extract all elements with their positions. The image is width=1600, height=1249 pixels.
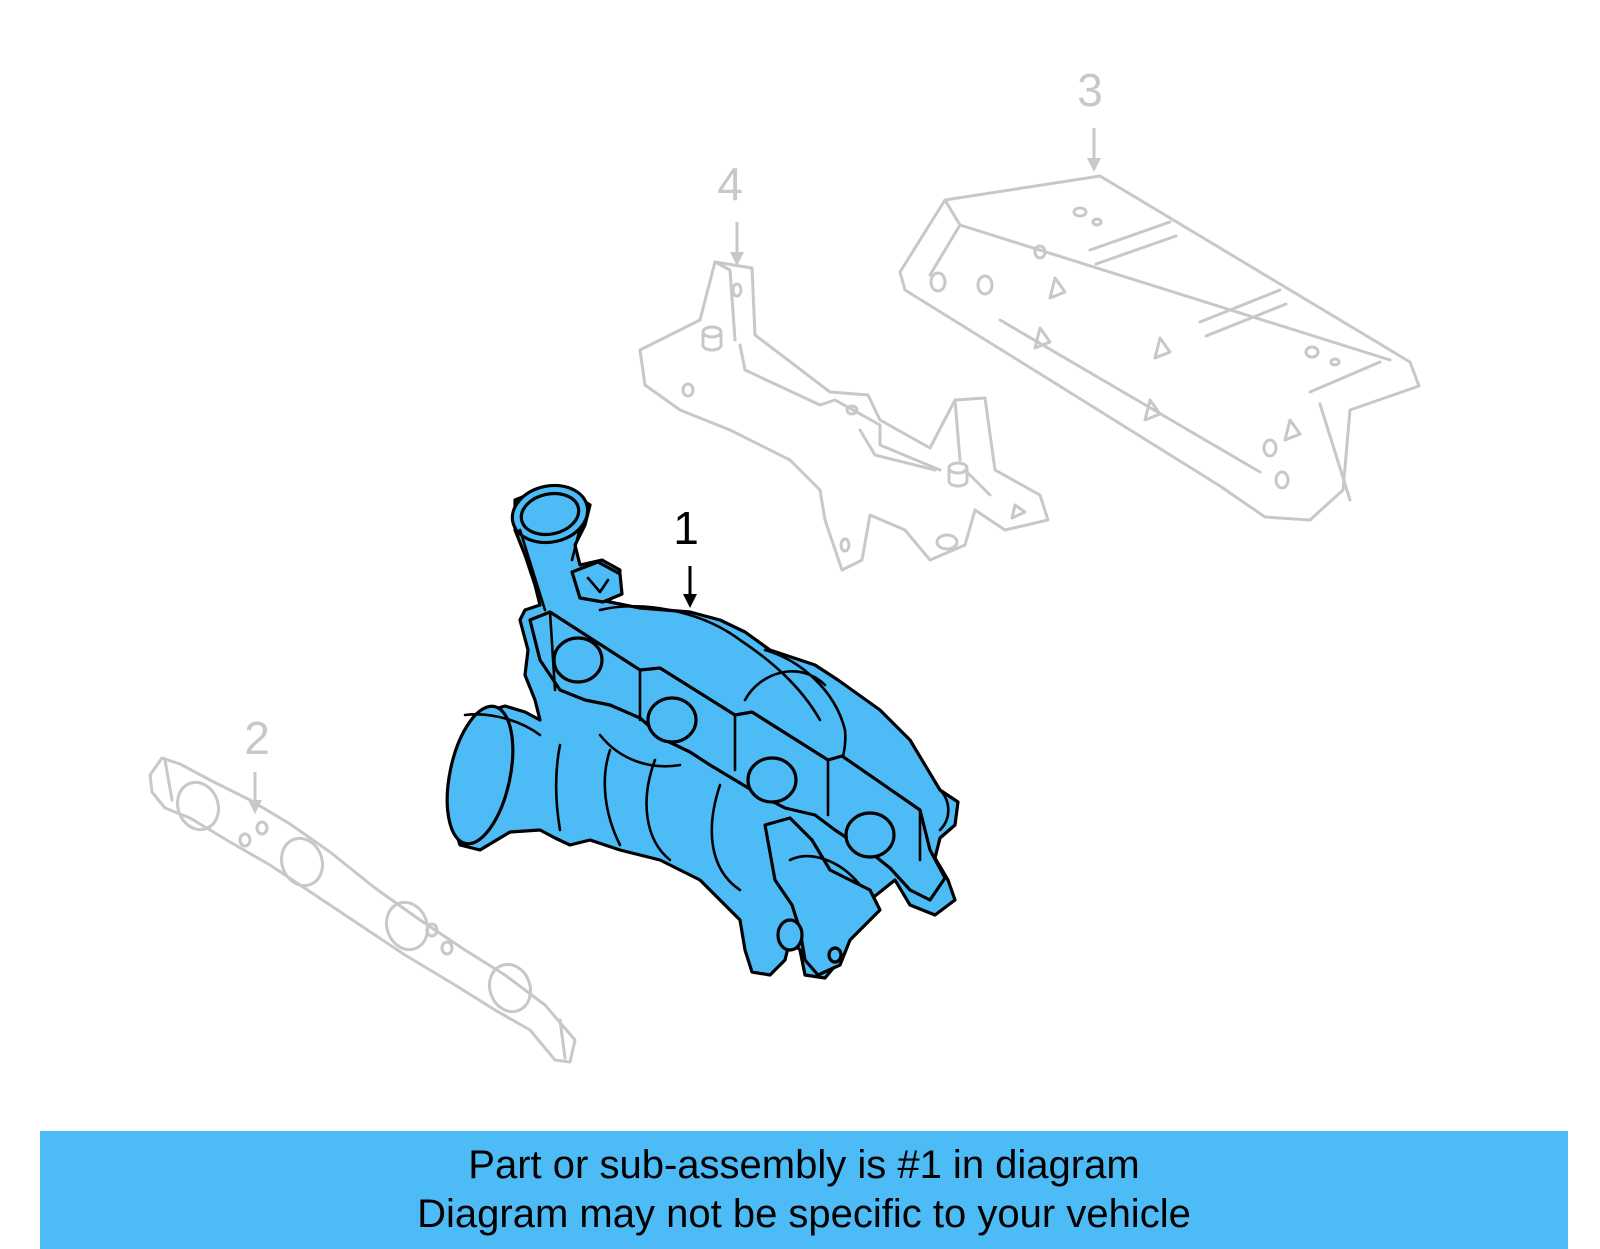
part-3-heat-shield (898, 174, 1421, 522)
callout-4-arrowhead (730, 252, 744, 266)
info-banner: Part or sub-assembly is #1 in diagram Di… (40, 1131, 1568, 1249)
callout-1[interactable]: 1 (673, 502, 699, 608)
callout-2-arrowhead (248, 800, 262, 814)
banner-line-2: Diagram may not be specific to your vehi… (417, 1192, 1191, 1236)
callout-3[interactable]: 3 (1077, 64, 1103, 172)
callout-3-arrowhead (1087, 158, 1101, 172)
callout-2-label: 2 (244, 712, 270, 764)
callout-1-label: 1 (673, 502, 699, 554)
callout-4-label: 4 (717, 158, 743, 210)
callout-2[interactable]: 2 (244, 712, 270, 814)
part-2-gasket (148, 756, 577, 1064)
callout-1-arrowhead (683, 594, 697, 608)
callout-4[interactable]: 4 (717, 158, 744, 266)
callout-3-label: 3 (1077, 64, 1103, 116)
banner-line-1: Part or sub-assembly is #1 in diagram (468, 1143, 1140, 1187)
part-1-turbocharger[interactable] (436, 479, 960, 980)
part-4-bracket (638, 260, 1050, 572)
